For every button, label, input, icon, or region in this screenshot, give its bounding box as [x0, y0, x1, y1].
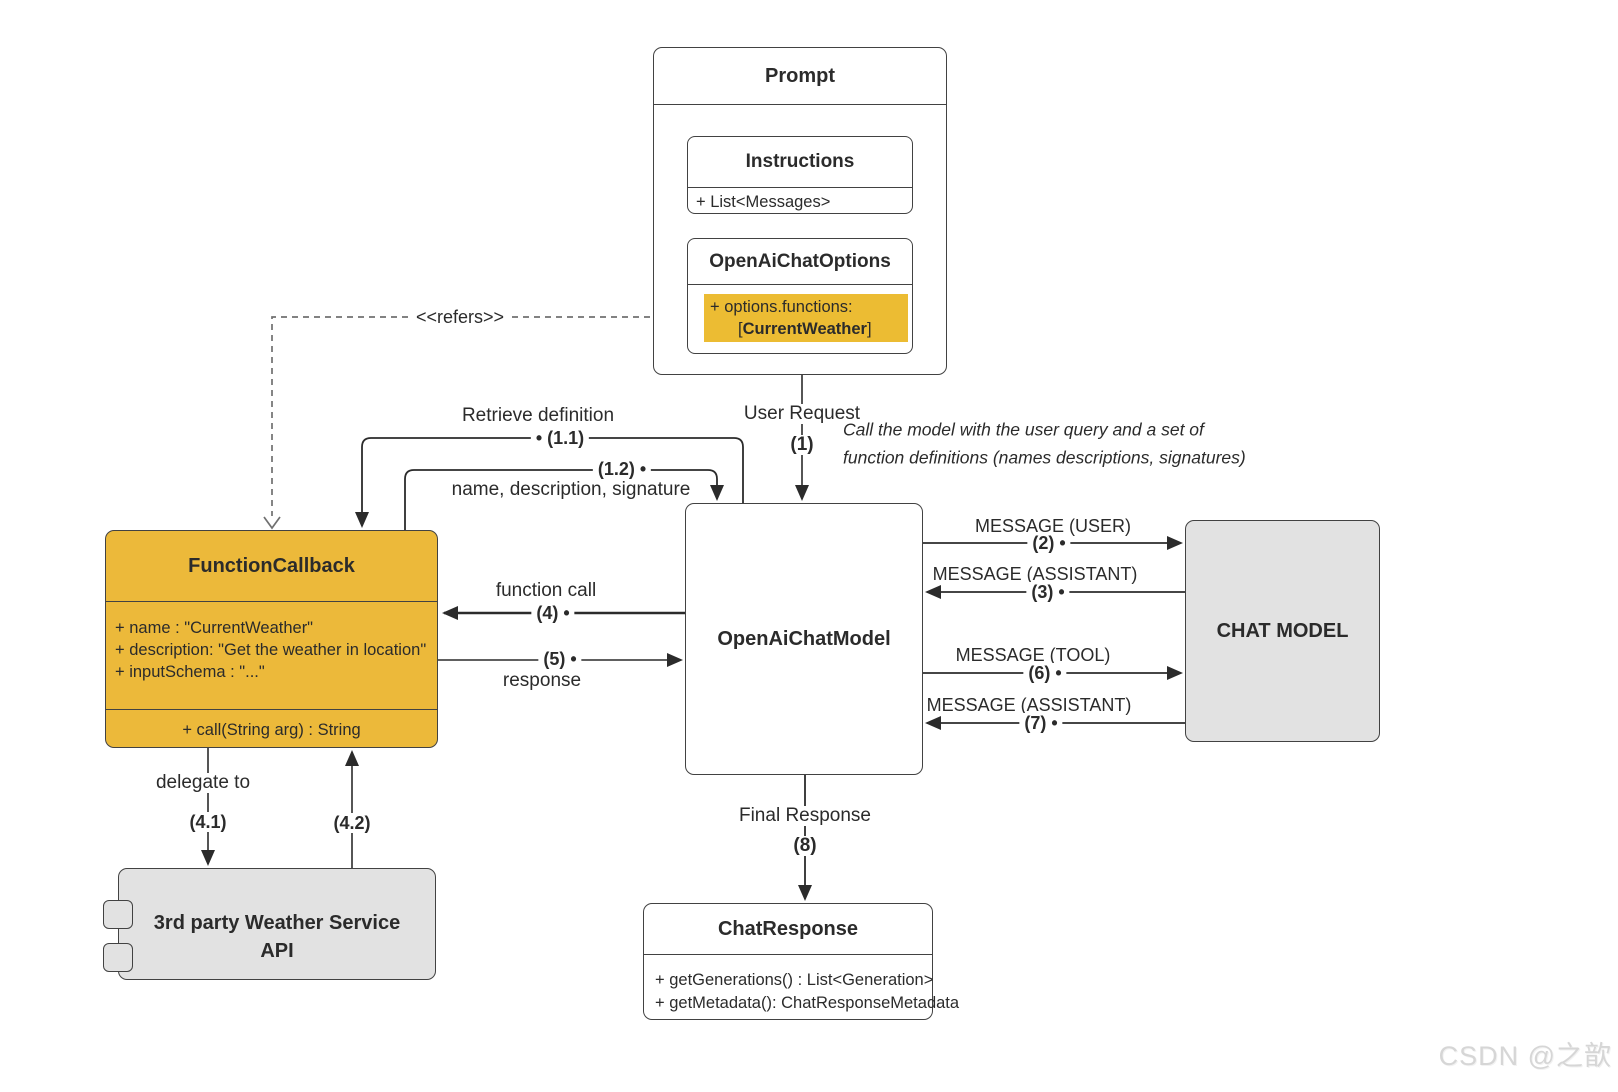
step-1-1-label: • (1.1): [530, 428, 590, 448]
fc-attr-name: + name : "CurrentWeather": [115, 619, 314, 637]
refers-edge: [271, 316, 705, 516]
user-request-label: User Request: [738, 404, 866, 424]
note-line1: Call the model with the user query and a…: [843, 419, 1204, 440]
component-tab-top: [103, 900, 133, 929]
edge-1-2: [404, 469, 724, 530]
chat-model-title: CHAT MODEL: [1216, 619, 1349, 642]
openai-chat-options-title: OpenAiChatOptions: [688, 239, 912, 285]
function-callback-box: FunctionCallback + name : "CurrentWeathe…: [105, 530, 438, 748]
component-tab-bottom: [103, 943, 133, 972]
prompt-title: Prompt: [654, 48, 946, 105]
openai-chat-model-box: OpenAiChatModel: [685, 503, 923, 775]
step-1-2-label: (1.2) •: [592, 459, 652, 479]
step-5-label: (5) •: [538, 649, 582, 669]
function-call-label: function call: [495, 580, 597, 601]
step-8-label: (8): [788, 836, 822, 856]
step-7-label: (7) •: [1019, 713, 1063, 733]
options-functions-highlight: + options.functions: [CurrentWeather]: [704, 294, 908, 342]
step-2-label: (2) •: [1027, 533, 1071, 553]
openai-chat-model-title: OpenAiChatModel: [717, 627, 891, 650]
step-4-label: (4) •: [531, 603, 575, 623]
weather-api-title-line1: 3rd party Weather Service: [153, 912, 401, 934]
refers-label: <<refers>>: [410, 307, 510, 327]
instructions-box: Instructions + List<Messages>: [687, 136, 913, 214]
step-6-label: (6) •: [1023, 663, 1067, 683]
csdn-watermark: CSDN @之歆: [1438, 1041, 1612, 1071]
fc-method-call: + call(String arg) : String: [182, 721, 361, 739]
cr-field-get-generations: + getGenerations() : List<Generation>: [655, 971, 934, 989]
final-response-label: Final Response: [733, 806, 877, 826]
message-assistant-7-label: MESSAGE (ASSISTANT): [926, 695, 1132, 715]
delegate-to-label: delegate to: [150, 773, 256, 793]
weather-api-title-line2: API: [260, 940, 294, 962]
instructions-field: + List<Messages>: [696, 193, 831, 211]
prompt-box: Prompt Instructions + List<Messages> Ope…: [653, 47, 947, 375]
options-functions-line: + options.functions:: [710, 298, 853, 316]
cr-field-get-metadata: + getMetadata(): ChatResponseMetadata: [655, 994, 960, 1012]
step-4-1-label: (4.1): [184, 812, 232, 832]
function-callback-title: FunctionCallback: [106, 531, 437, 602]
refers-open-arrowhead: [263, 516, 281, 530]
fc-attr-description: + description: "Get the weather in locat…: [115, 641, 427, 659]
message-tool-label: MESSAGE (TOOL): [955, 645, 1111, 665]
signature-label: name, description, signature: [446, 480, 696, 500]
step-1-label: (1): [785, 435, 819, 455]
fc-attr-input-schema: + inputSchema : "...": [115, 663, 265, 681]
instructions-title: Instructions: [688, 137, 912, 188]
retrieve-definition-label: Retrieve definition: [456, 406, 620, 426]
message-user-label: MESSAGE (USER): [974, 516, 1132, 536]
options-functions-value: [CurrentWeather]: [738, 320, 872, 338]
chat-response-box: ChatResponse + getGenerations() : List<G…: [643, 903, 960, 1020]
step-3-label: (3) •: [1026, 582, 1070, 602]
message-assistant-3-label: MESSAGE (ASSISTANT): [932, 564, 1138, 584]
step-4-2-label: (4.2): [328, 813, 376, 833]
weather-api-box: 3rd party Weather Service API: [118, 868, 436, 980]
chat-model-box: CHAT MODEL: [1185, 520, 1380, 742]
openai-chat-options-box: OpenAiChatOptions + options.functions: […: [687, 238, 913, 354]
chat-response-title: ChatResponse: [644, 904, 932, 955]
note-line2: function definitions (names descriptions…: [843, 447, 1246, 468]
response-label: response: [502, 670, 582, 691]
